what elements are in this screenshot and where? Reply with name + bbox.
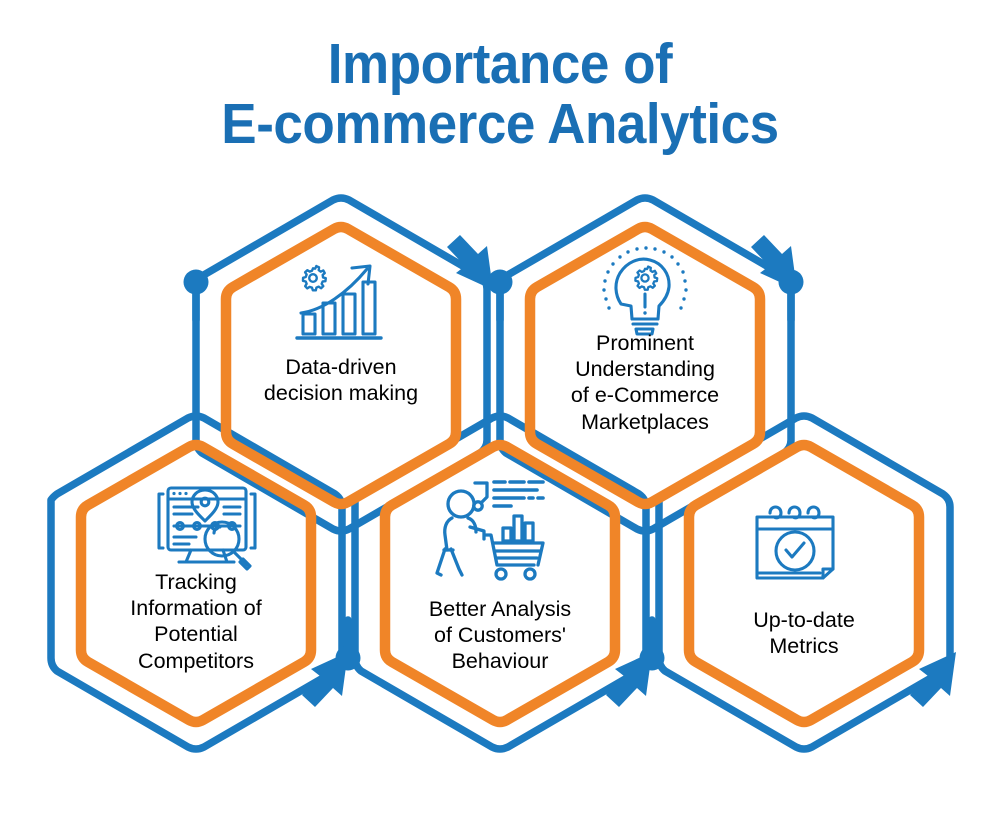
- connector-dot-2: [487, 269, 513, 324]
- bar-chart-growth-gear-icon: [295, 264, 383, 340]
- arrow-head-5: [910, 652, 956, 707]
- connector-dots-layer: [183, 269, 804, 671]
- hex-inner-prominent: [524, 221, 766, 510]
- arrow-head-3: [302, 652, 348, 707]
- arrow-head-4: [606, 652, 652, 707]
- calendar-check-icon: [755, 505, 835, 580]
- hex-inner-behaviour: [379, 439, 621, 728]
- hex-outline-prominent: [496, 194, 795, 535]
- monitor-magnifier-tracking-icon: [157, 486, 257, 571]
- hex-outline-behaviour: [351, 412, 650, 753]
- arrow-head-1: [447, 235, 493, 290]
- dotted-arc: [602, 246, 688, 310]
- title-line-2: E-commerce Analytics: [221, 92, 779, 157]
- connector-dot-3: [778, 269, 804, 324]
- hex-outline-data-driven: [192, 194, 491, 535]
- connector-dot-5: [639, 616, 665, 671]
- connector-dot-1: [183, 269, 209, 324]
- connector-dot-4: [335, 616, 361, 671]
- hex-outline-tracking: [47, 412, 346, 753]
- title-line-1: Importance of: [327, 32, 673, 96]
- hex-outline-metrics: [655, 412, 954, 753]
- page-title: Importance of E-commerce Analytics: [0, 34, 1000, 155]
- shopper-cart-analytics-icon: [435, 480, 545, 581]
- hex-inner-data-driven: [220, 221, 462, 510]
- orange-outline-layer: [75, 221, 925, 728]
- hex-inner-metrics: [683, 439, 925, 728]
- lightbulb-gear-idea-icon: [602, 246, 688, 336]
- hex-inner-tracking: [75, 439, 317, 728]
